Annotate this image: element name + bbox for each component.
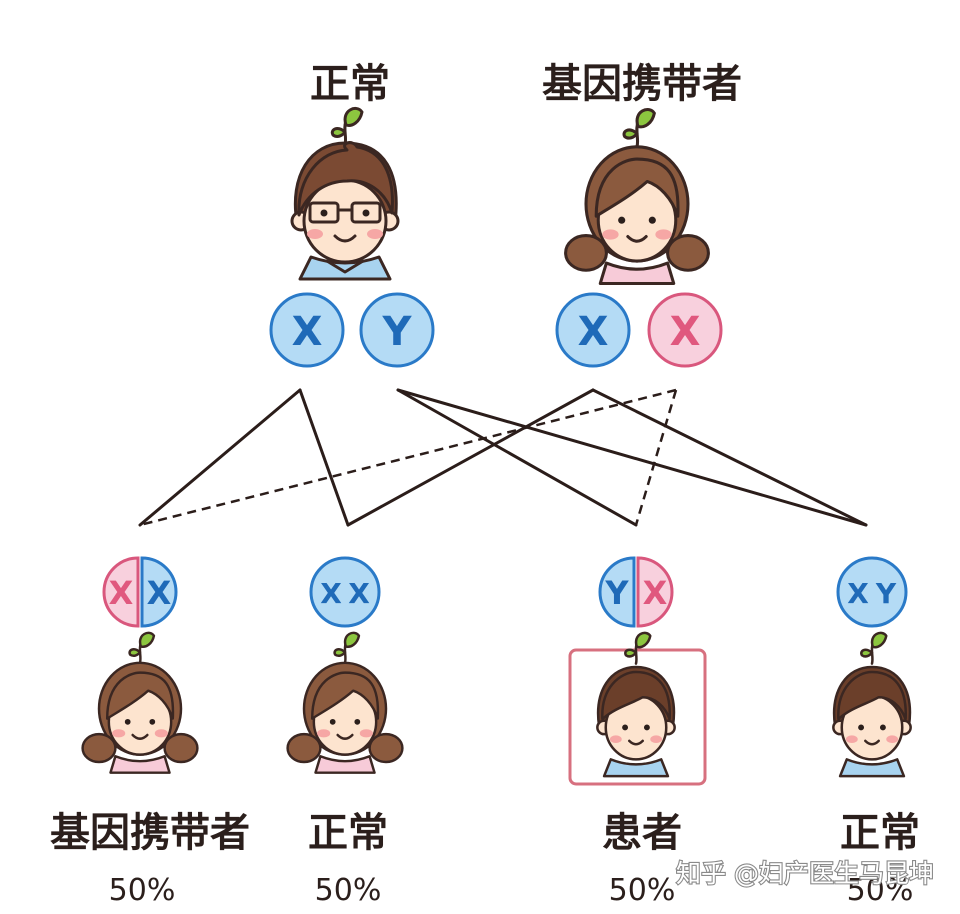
child3-chromosome-1-letter: Y [604,574,629,612]
child1-chromosome-1-letter: X [109,574,134,612]
child1-avatar [83,633,198,773]
child2-percent: 50% [315,873,382,908]
line-father-y-child3 [396,388,638,527]
child3-percent: 50% [609,873,676,908]
father-chromosome-2 [359,292,435,368]
line-father-y-child4 [396,388,868,527]
child3-label: 患者 [602,810,682,856]
child2-chromosome-2-letter: X [348,577,370,610]
mother-avatar [566,110,709,284]
mother-chromosome-1 [555,292,631,368]
father-chromosome-2-letter: Y [382,309,413,355]
child2-label: 正常 [308,810,388,856]
father-chromosome-1 [269,292,345,368]
inheritance-lines [138,388,868,527]
child4-chromosome-circle [836,556,908,628]
father-label: 正常 [310,61,390,107]
line-father-x-child1 [138,388,302,527]
patient-highlight-frame [568,648,707,786]
watermark: 知乎 @妇产医生马昆坤 [676,859,934,888]
child4-chromosome-2-letter: Y [875,577,897,610]
mother-chromosomes: X X [555,292,723,368]
child4-chromosome-1-letter: X [847,577,869,610]
child4-avatar [833,633,910,776]
line-mother-x-child2 [346,388,595,527]
mother-chromosome-2-letter: X [670,309,701,355]
child1-chromosome-2-letter: X [147,574,172,612]
child2-chromosome-circle [309,556,381,628]
child4-chromosomes: X Y [836,556,908,628]
child3-avatar [597,633,674,776]
child1-chromosome-carrier-half [102,556,140,628]
mother-chromosome-2-carrier [647,292,723,368]
father-chromosomes: X Y [269,292,435,368]
child2-chromosomes: X X [309,556,381,628]
line-mother-x-child4 [591,388,868,527]
child3-chromosome-2-letter: X [643,574,668,612]
child1-chromosome-normal-half [140,556,178,628]
line-father-x-child2 [298,388,350,527]
child3-chromosome-y-half [598,556,636,628]
line-mother-carrier-x-child3 [634,389,678,526]
line-mother-carrier-x-child1 [139,388,677,527]
father-chromosome-1-letter: X [292,309,323,355]
child1-percent: 50% [109,873,176,908]
child3-chromosomes: Y X [598,556,674,628]
child4-label: 正常 [840,810,920,856]
child3-chromosome-carrier-half [636,556,674,628]
father-avatar [292,108,398,279]
child1-chromosomes: X X [102,556,178,628]
mother-chromosome-1-letter: X [578,309,609,355]
child1-label: 基因携带者 [50,810,250,856]
child4-percent: 50% [847,873,914,908]
child2-avatar [288,633,403,773]
child2-chromosome-1-letter: X [320,577,342,610]
mother-label: 基因携带者 [542,61,742,107]
